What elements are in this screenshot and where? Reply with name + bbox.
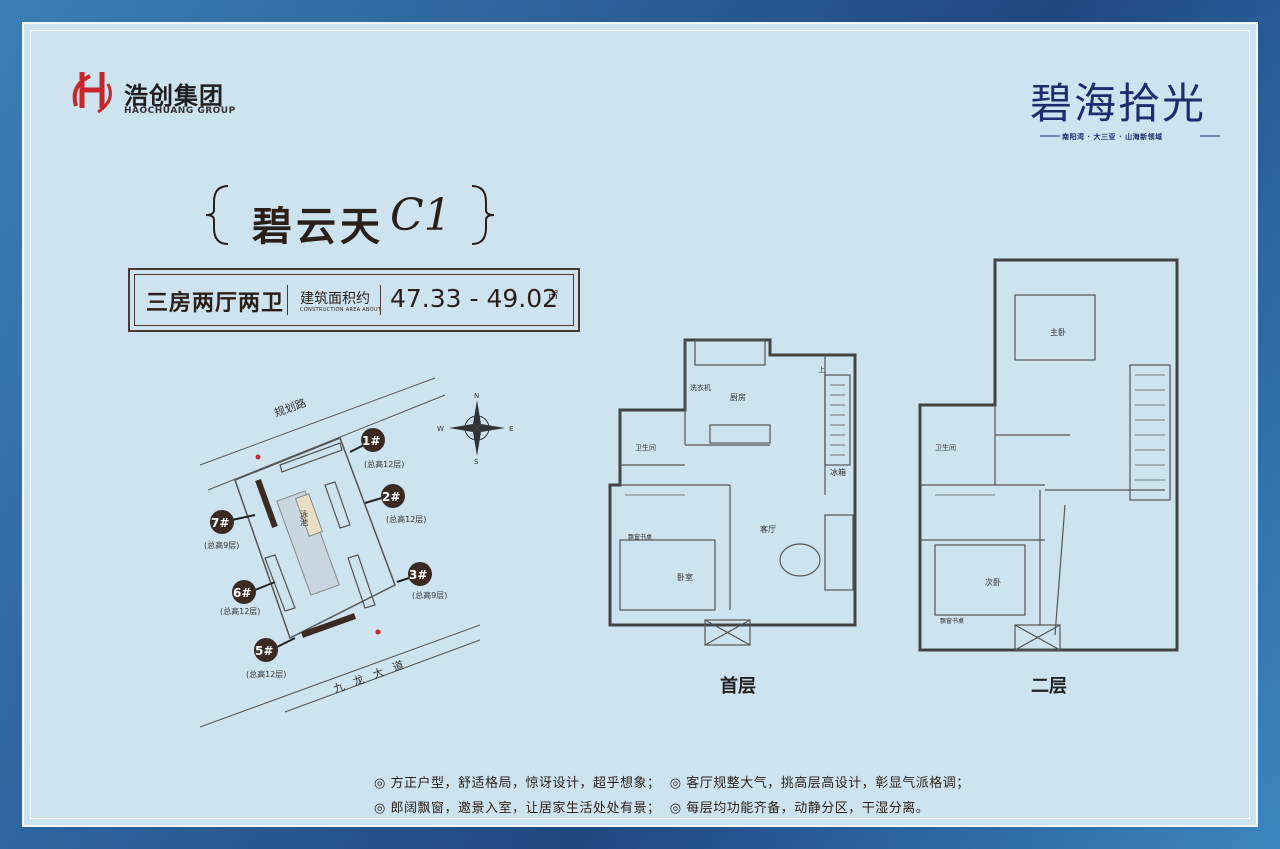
area-label-en: CONSTRUCTION AREA ABOUT [300, 307, 382, 313]
room-stairs: 上 [818, 365, 825, 374]
spec-box-inner [134, 274, 574, 326]
building-height-6: (总高12层) [220, 606, 260, 616]
unit-type-code: C1 [390, 190, 452, 241]
building-marker-7: 7# (总高9层) [204, 510, 256, 550]
floor2-label: 二层 [1031, 676, 1067, 697]
project-tagline: 南阳湾 · 大三亚 · 山海新领域 [1062, 133, 1163, 141]
spec-box [128, 268, 580, 332]
haochuang-logo-icon [72, 72, 112, 114]
entrance-marker [255, 454, 261, 460]
room-bath: 卫生间 [635, 443, 656, 452]
room-bath-2: 卫生间 [935, 443, 956, 452]
building-label-2: 2# [382, 490, 400, 504]
room-desk: 飘窗书桌 [628, 533, 652, 541]
dark-buildings [255, 478, 357, 638]
pool [276, 490, 340, 596]
spec-divider-2 [380, 285, 381, 315]
floor-plan-upper: 主卧 卫生间 次卧 飘窗书桌 [918, 258, 1179, 652]
building-marker-3: 3# (总高9层) [396, 562, 447, 600]
building-label-3: 3# [409, 568, 427, 582]
room-living: 客厅 [760, 524, 776, 534]
building-footprints [264, 442, 376, 612]
room-fridge: 冰箱 [830, 467, 846, 477]
compass-s: S [474, 458, 479, 466]
road-lines [199, 377, 481, 728]
company-name-en: HAOCHUANG GROUP [124, 106, 236, 116]
building-label-5: 5# [255, 644, 273, 658]
building-label-1: 1# [362, 434, 380, 448]
building-height-5: (总高12层) [246, 669, 286, 679]
building-height-3: (总高9层) [412, 590, 447, 600]
room-bedroom: 卧室 [677, 572, 693, 582]
building-label-6: 6# [233, 586, 251, 600]
area-label: 建筑面积约 [300, 291, 370, 307]
feature-line-2: ◎ 郎阔飘窗，邀景入室，让居家生活处处有景； ◎ 每层均功能齐备，动静分区，干湿… [374, 801, 930, 816]
pool-label: 泳池 [300, 509, 309, 526]
building-label-7: 7# [211, 516, 229, 530]
floor1-label: 首层 [720, 676, 756, 697]
area-value: 47.33 - 49.02 [390, 284, 559, 313]
room-second: 次卧 [985, 577, 1001, 587]
road-north-label: 规划路 [272, 395, 308, 419]
project-name: 碧海拾光 [1030, 79, 1207, 128]
building-marker-1: 1# (总高12层) [349, 428, 404, 469]
unit-name: 碧云天 [252, 204, 384, 250]
room-kitchen: 厨房 [730, 392, 746, 402]
brand-underline [1040, 135, 1220, 137]
building-height-1: (总高12层) [364, 459, 404, 469]
company-name-cn: 浩创集团 [124, 82, 224, 110]
title-brackets [205, 185, 495, 245]
building-marker-2: 2# (总高12层) [364, 484, 426, 524]
compass-w: W [437, 425, 444, 433]
floor-plan-ground: 厨房 冰箱 洗衣机 卫生间 客厅 卧室 飘窗书桌 上 [608, 338, 857, 646]
layout-text: 三房两厅两卫 [146, 291, 285, 316]
building-marker-5: 5# (总高12层) [246, 637, 296, 679]
compass-e: E [509, 425, 513, 433]
compass-rose-icon: N S W E [437, 392, 513, 466]
pool-deck [294, 493, 324, 537]
room-desk-2: 飘窗书桌 [940, 617, 964, 625]
entrance-marker [375, 629, 381, 635]
site-boundary [234, 437, 396, 640]
building-height-2: (总高12层) [386, 514, 426, 524]
area-unit: ㎡ [548, 291, 558, 302]
room-washer: 洗衣机 [690, 383, 711, 392]
site-plan: 规划路 九龙大道 泳池 N S W E 1# (总高12层) 2# (总高12层… [199, 377, 513, 728]
poster-card [22, 22, 1258, 827]
room-master: 主卧 [1050, 327, 1066, 337]
spec-divider [287, 285, 288, 315]
building-marker-6: 6# (总高12层) [220, 580, 276, 616]
feature-line-1: ◎ 方正户型，舒适格局，惊讶设计，超乎想象； ◎ 客厅规整大气，挑高层高设计，彰… [374, 776, 970, 791]
building-height-7: (总高9层) [204, 540, 239, 550]
compass-n: N [474, 392, 479, 400]
